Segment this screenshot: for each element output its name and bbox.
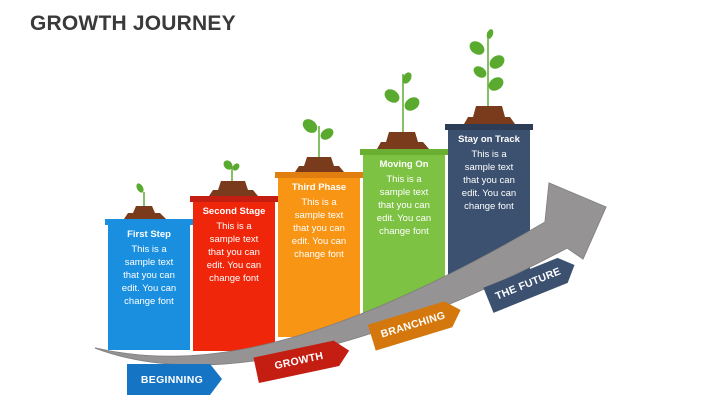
step-text-line: change font	[379, 226, 429, 237]
sprout-icons	[136, 29, 505, 206]
step-text-line: change font	[124, 296, 174, 307]
step-text-line: change font	[464, 201, 514, 212]
step-text-line: that you can	[123, 270, 175, 281]
step-text-line: that you can	[293, 223, 345, 234]
soil-mound-icons	[124, 106, 515, 219]
step-text-line: This is a	[386, 174, 422, 185]
step-heading: Stay on Track	[458, 134, 520, 145]
step-text-line: edit. You can	[206, 260, 262, 271]
column-cap-2	[190, 196, 278, 202]
tag-beginning: BEGINNING	[140, 373, 204, 386]
column-body-3	[278, 177, 360, 337]
column-body-2	[193, 201, 275, 351]
step-text-line: sample text	[209, 234, 259, 245]
step-text-line: sample text	[124, 257, 174, 268]
step-text-line: edit. You can	[376, 213, 432, 224]
step-text-line: This is a	[216, 221, 252, 232]
step-text: This is a sample text that you can edit.…	[282, 196, 356, 261]
step-text: This is a sample text that you can edit.…	[197, 220, 271, 285]
step-text: This is a sample text that you can edit.…	[112, 243, 186, 308]
column-cap-5	[445, 124, 533, 130]
step-text-line: that you can	[463, 175, 515, 186]
step-text: This is a sample text that you can edit.…	[452, 148, 526, 213]
step-text-line: This is a	[301, 197, 337, 208]
step-text-line: that you can	[208, 247, 260, 258]
step-heading: Moving On	[379, 159, 429, 170]
slide-title: GROWTH JOURNEY	[30, 12, 236, 35]
step-text-line: edit. You can	[291, 236, 347, 247]
step-text-line: sample text	[464, 162, 514, 173]
step-heading: Second Stage	[202, 206, 266, 217]
step-text-line: sample text	[294, 210, 344, 221]
tag-shape-the-future	[483, 257, 575, 313]
step-heading: First Step	[127, 229, 171, 240]
column-body-1	[108, 224, 190, 350]
step-text-line: This is a	[471, 149, 507, 160]
step-text-line: change font	[209, 273, 259, 284]
tag-shape-branching	[367, 301, 461, 351]
step-text-line: change font	[294, 249, 344, 260]
tag-shape-growth	[253, 340, 350, 384]
column-cap-4	[360, 149, 448, 155]
step-text-line: that you can	[378, 200, 430, 211]
column-cap-3	[275, 172, 363, 178]
step-text: This is a sample text that you can edit.…	[367, 173, 441, 238]
step-text-line: edit. You can	[121, 283, 177, 294]
column-cap-1	[105, 219, 193, 225]
tag-shape-beginning	[127, 364, 222, 395]
step-text-line: sample text	[379, 187, 429, 198]
step-text-line: This is a	[131, 244, 167, 255]
step-heading: Third Phase	[291, 182, 347, 193]
step-text-line: edit. You can	[461, 188, 517, 199]
